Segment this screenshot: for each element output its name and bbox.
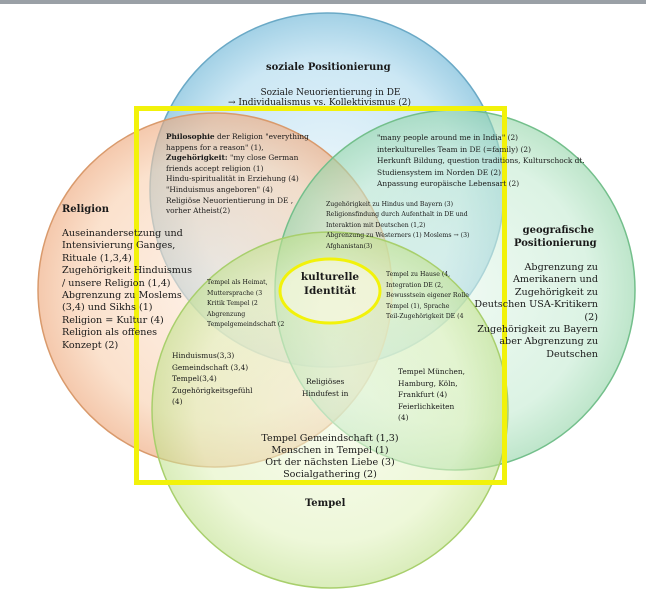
religion-line-7: Religion = Kultur (4) [62, 314, 164, 326]
srg-line-3: Abgrenzung zu Westerners (1) Moslems → (… [326, 232, 470, 240]
rt-line-2: Tempel(3,4) [172, 374, 217, 383]
geografische-line-2: Zugehörigkeit zu [514, 286, 598, 298]
sgt-line-4: Teil-Zugehörigkeit DE (4 [386, 313, 464, 321]
geografische-line-5: Zugehörigkeit zu Bayern [477, 324, 598, 336]
rst-line-4: Tempelgemeindschaft (2 [207, 321, 285, 329]
sgt-line-1: Integration DE (2, [386, 281, 444, 289]
soziale-title: soziale Positionierung [266, 62, 391, 73]
rt-line-4: (4) [172, 397, 183, 406]
religion-text: Auseinandersetzung und Intensivierung Ga… [62, 228, 192, 352]
overlap-soziale-geografische-tempel: Tempel zu Hause (4, Integration DE (2, B… [386, 270, 469, 323]
geografische-line-4: (2) [584, 311, 598, 323]
gt-line-4: (4) [398, 413, 409, 422]
overlap-religion-soziale-tempel: Tempel als Heimat, Muttersprache (3 Krit… [207, 278, 284, 331]
overlap-soziale-religion-geografische: Zugehörigkeit zu Hindus und Bayern (3) R… [326, 200, 469, 252]
religion-line-5: Abgrenzung zu Moslems [62, 290, 182, 302]
geografische-title-line-1: geografische [522, 225, 595, 236]
tempel-line-0: Tempel Gemeindschaft (1,3) [261, 433, 399, 444]
geografische-line-3: Deutschen USA-Kritikern [474, 299, 598, 311]
sr-line-4: Hindu-spiritualität in Erziehung (4) [166, 174, 299, 184]
religion-line-1: Intensivierung Ganges, [62, 240, 176, 252]
rt-line-0: Hinduismus(3,3) [172, 351, 235, 360]
sg-line-0: "many people around me in India" (2) [377, 133, 519, 142]
tempel-text: Tempel Gemeindschaft (1,3) Menschen in T… [218, 433, 442, 481]
sr-line-3: friends accept religion (1) [166, 163, 264, 173]
religion-line-0: Auseinandersetzung und [62, 228, 183, 239]
srg-line-0: Zugehörigkeit zu Hindus und Bayern (3) [326, 201, 453, 208]
gt-line-3: Feierlichkeiten [398, 401, 455, 411]
sgt-line-0: Tempel zu Hause (4, [386, 271, 451, 278]
sr-line-2: Zugehörigkeit: "my close German [166, 153, 299, 163]
tempel-line-1: Menschen in Tempel (1) [271, 445, 389, 456]
rt-line-3: Zugehörigkeitsgefühl [172, 385, 253, 395]
religion-line-3: Zugehörigkeit Hinduismus [62, 265, 193, 277]
rst-line-1: Muttersprache (3 [207, 289, 263, 297]
selection-frame[interactable] [134, 106, 507, 485]
srg-line-1: Religionsfindung durch Aufenthalt in DE … [326, 211, 468, 219]
soziale-line-0: Soziale Neuorientierung in DE [260, 88, 401, 98]
sg-line-1: interkulturelles Team in DE (=family) (2… [377, 144, 531, 154]
religion-title: Religion [62, 204, 110, 215]
soziale-line-1: → Individualismus vs. Kollektivismus (2) [228, 98, 411, 109]
sgt-line-3: Tempel (1), Sprache [386, 302, 450, 310]
sr-line-7: vorher Atheist(2) [166, 206, 231, 216]
geografische-line-1: Amerikanern und [512, 274, 598, 286]
overlap-soziale-religion: Philosophie der Religion "everything hap… [166, 132, 309, 217]
center-line-1: kulturelle [300, 271, 360, 283]
center-line-2: Identität [304, 285, 356, 297]
rst-line-3: Abgrenzung [207, 310, 246, 318]
religion-line-8: Religion als offenes [62, 327, 158, 339]
tempel-line-3: Socialgathering (2) [283, 469, 377, 480]
gt-line-0: Tempel München, [398, 367, 466, 376]
sg-line-2: Herkunft Bildung, question traditions, K… [377, 156, 585, 165]
rst-line-2: Kritik Tempel (2 [207, 300, 258, 308]
rgt-line-1: Hindufest in [302, 388, 349, 398]
overlap-soziale-geografische: "many people around me in India" (2) int… [377, 132, 585, 190]
geografische-line-7: Deutschen [546, 348, 598, 360]
sr-line-5: "Hinduismus angeboren" (4) [166, 184, 273, 194]
tempel-line-2: Ort der nächsten Liebe (3) [265, 457, 395, 468]
overlap-geografische-tempel: Tempel München, Hamburg, Köln, Frankfurt… [398, 366, 465, 424]
soziale-text: Soziale Neuorientierung in DE → Individu… [228, 88, 411, 109]
gt-line-2: Frankfurt (4) [398, 390, 448, 399]
rst-line-0: Tempel als Heimat, [207, 279, 268, 286]
geografische-title: geografische Positionierung [514, 224, 597, 250]
sr-line-0: Philosophie der Religion "everything [166, 132, 309, 141]
srg-line-4: Afghanistan(3) [326, 242, 373, 250]
geografische-title-line-2: Positionierung [514, 238, 597, 249]
religion-line-6: (3,4) und Sikhs (1) [62, 302, 153, 314]
gt-line-1: Hamburg, Köln, [398, 378, 458, 388]
overlap-religion-tempel: Hinduismus(3,3) Gemeindschaft (3,4) Temp… [172, 350, 253, 408]
overlap-religion-geografische-tempel: Religiöses Hindufest in [302, 376, 348, 399]
sr-line-1: happens for a reason" (1), [166, 142, 264, 152]
sg-line-4: Anpassung europäische Lebensart (2) [377, 179, 520, 188]
religion-line-4: / unsere Religion (1,4) [62, 277, 171, 289]
srg-line-2: Interaktion mit Deutschen (1,2) [326, 221, 426, 229]
center-label: kulturelle Identität [284, 270, 376, 298]
religion-line-2: Rituale (1,3,4) [62, 252, 132, 264]
geografische-line-6: aber Abgrenzung zu [499, 336, 598, 348]
geografische-line-0: Abgrenzung zu [524, 262, 599, 273]
religion-line-9: Konzept (2) [62, 339, 119, 351]
sgt-line-2: Bewusstsein eigener Rolle [386, 292, 469, 300]
identity-ellipse [278, 257, 382, 325]
sr-line-6: Religiöse Neuorientierung in DE , [166, 195, 294, 205]
sg-line-3: Studiensystem im Norden DE (2) [377, 167, 502, 177]
geografische-text: Abgrenzung zu Amerikanern und Zugehörigk… [474, 262, 598, 361]
circle-tempel [151, 231, 509, 589]
window-top-border [0, 0, 646, 4]
tempel-title: Tempel [305, 498, 346, 509]
rgt-line-0: Religiöses [306, 377, 345, 386]
rt-line-1: Gemeindschaft (3,4) [172, 362, 249, 372]
